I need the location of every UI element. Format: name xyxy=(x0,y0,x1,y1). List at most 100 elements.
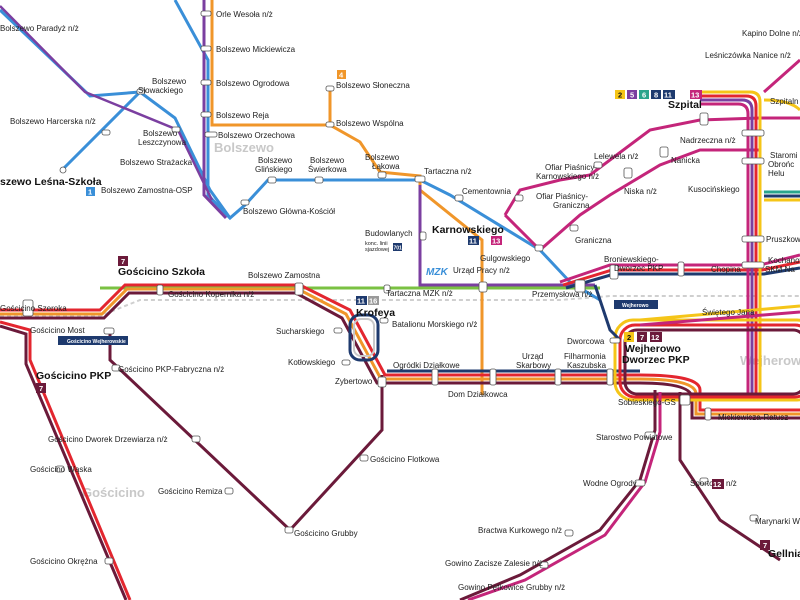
station-krofeya[interactable]: Krofeya xyxy=(356,307,395,319)
station-bolszewo-lesna-szkola[interactable]: szewo Leśna-Szkoła xyxy=(0,176,102,188)
station-bolszewo-glowna-kosciol[interactable]: Bolszewo Główna-Kościół xyxy=(243,207,335,216)
station-dworcowa[interactable]: Dworcowa xyxy=(567,337,605,346)
station-marynarki[interactable]: Marynarki Wojenn xyxy=(755,517,800,526)
station-bractwa[interactable]: Bractwa Kurkowego n/ż xyxy=(478,526,562,535)
station-bolszewo-reja[interactable]: Bolszewo Reja xyxy=(216,111,269,120)
station-goscicino-remiza[interactable]: Gościcino Remiza xyxy=(158,487,223,496)
station-goscicino-grubby[interactable]: Gościcino Grubby xyxy=(294,529,358,538)
station-sobieskiego-gs[interactable]: Sobieskiego-GS xyxy=(618,398,676,407)
station-bolszewo-zamostna-osp[interactable]: Bolszewo Zamostna-OSP xyxy=(101,186,193,195)
station-gellnia[interactable]: Gellnia xyxy=(768,548,800,560)
station-tartaczna-mzk[interactable]: Tartaczna MZK n/ż xyxy=(386,289,453,298)
badge-line-4-sloneczna[interactable] xyxy=(337,70,346,79)
station-bolszewo-mickiewicza[interactable]: Bolszewo Mickiewicza xyxy=(216,45,296,54)
station-kusocinskiego[interactable]: Kusocińskiego xyxy=(688,185,740,194)
station-bolszewo-harcerska[interactable]: Bolszewo Harcerska n/ż xyxy=(10,117,96,126)
station-nadrzeczna[interactable]: Nadrzeczna n/ż xyxy=(680,136,736,145)
station-dom-dzialkowca[interactable]: Dom Działkowca xyxy=(448,390,508,399)
station-niska[interactable]: Niska n/ż xyxy=(624,187,657,196)
badge-line-7-gellnia[interactable] xyxy=(760,540,770,550)
line-blue-north xyxy=(0,8,141,98)
badge-line-11-krofeya[interactable] xyxy=(356,296,367,305)
station-mickiewicza-ratusz[interactable]: Mickiewicza-Ratusz xyxy=(718,413,788,422)
station-szpital[interactable]: Szpital xyxy=(668,99,702,111)
badge-line-1[interactable] xyxy=(86,187,95,196)
station-goscicino-flotkowa[interactable]: Gościcino Flotkowa xyxy=(370,455,440,464)
station-goscicino-pkp-fabryczna[interactable]: Gościcino PKP-Fabryczna n/ż xyxy=(118,365,224,374)
station-lelewela[interactable]: Lelewela n/ż xyxy=(594,152,638,161)
station-zybertowo[interactable]: Zybertowo xyxy=(335,377,373,386)
station-bolszewo-wspolna[interactable]: Bolszewo Wspólna xyxy=(336,119,404,128)
station-graniczna[interactable]: Graniczna xyxy=(575,236,612,245)
station-lesniczowka[interactable]: Leśniczówka Nanice n/ż xyxy=(705,51,791,60)
station-cementownia[interactable]: Cementownia xyxy=(462,187,511,196)
station-bolszewo-zamostna[interactable]: Bolszewo Zamostna xyxy=(248,271,321,280)
station-przemyslowa[interactable]: Przemysłowa n/ż xyxy=(532,290,592,299)
svg-text:11: 11 xyxy=(469,237,477,246)
station-szpital-top[interactable]: Szpitaln xyxy=(770,97,798,106)
station-kapino[interactable]: Kapino Dolne n/ż xyxy=(742,29,800,38)
station-bolszewo-strazacka[interactable]: Bolszewo Strażacka xyxy=(120,158,193,167)
station-bolszewo-paradyz[interactable]: Bolszewo Paradyż n/ż xyxy=(0,24,79,33)
badge-line-2-wejherowo[interactable] xyxy=(624,332,634,342)
station-urzad-pracy[interactable]: Urząd Pracy n/ż xyxy=(453,266,510,275)
badge-line-12-sportowa[interactable] xyxy=(712,479,724,489)
station-goscicino-most[interactable]: Gościcino Most xyxy=(30,326,85,335)
station-budowlanych[interactable]: Budowlanych xyxy=(365,229,413,238)
station-goscicino-waska[interactable]: Gościcino Wąska xyxy=(30,465,92,474)
badge-line-7-pkp[interactable] xyxy=(36,383,46,393)
badge-line-7-wejherowo[interactable] xyxy=(637,332,647,342)
station-gowino-zacisze[interactable]: Gowino Zacisze Zalesie n/ż xyxy=(445,559,543,568)
badge-line-11-karnowskiego[interactable] xyxy=(468,236,479,245)
station-goscicino-kopernika[interactable]: Gościcino Kopernika n/ż xyxy=(168,290,254,299)
station-gowino-petkowice[interactable]: Gowino Pętkowice Grubby n/ż xyxy=(458,583,565,592)
station-pruszkowskiego[interactable]: Pruszkow xyxy=(766,235,800,244)
badge-line-13-karnowskiego[interactable] xyxy=(491,236,502,245)
station-chopina[interactable]: Chopina xyxy=(711,265,741,274)
station-kotlowskiego[interactable]: Kotłowskiego xyxy=(288,358,336,367)
station-batalionu[interactable]: Batalionu Morskiego n/ż xyxy=(392,320,477,329)
badge-line-11-szpital[interactable] xyxy=(663,90,675,99)
station-ofiar-karnowskiego[interactable]: Ofiar Piaśnicy-Karnowskiego n/ż xyxy=(536,163,599,181)
station-bolszewo-ogrodowa[interactable]: Bolszewo Ogrodowa xyxy=(216,79,290,88)
station-orle-wesola[interactable]: Orle Wesoła n/ż xyxy=(216,10,273,19)
station-goscicino-szkola[interactable]: Gościcino Szkoła xyxy=(118,266,205,278)
badge-line-2-szpital[interactable] xyxy=(615,90,625,99)
station-goscicino-okrezna[interactable]: Gościcino Okrężna xyxy=(30,557,98,566)
badge-line-16-krofeya[interactable] xyxy=(368,296,379,305)
station-starostwo[interactable]: Starostwo Powiatowe xyxy=(596,433,673,442)
station-tartaczna[interactable]: Tartaczna n/ż xyxy=(424,167,472,176)
badge-line-7-szkola[interactable] xyxy=(118,256,128,266)
station-nanicka[interactable]: Nanicka xyxy=(671,156,700,165)
station-wodne-ogrody[interactable]: Wodne Ogrody xyxy=(583,479,637,488)
badge-line-13-szpital[interactable] xyxy=(690,90,702,99)
station-sucharskiego[interactable]: Sucharskiego xyxy=(276,327,325,336)
badge-line-5-szpital[interactable] xyxy=(627,90,637,99)
station-kochanowskiego[interactable]: KochanowSKM Na xyxy=(765,256,800,274)
station-bolszewo-orzechowa[interactable]: Bolszewo Orzechowa xyxy=(218,131,295,140)
station-ofiar-graniczna[interactable]: Ofiar Piaśnicy-Graniczna xyxy=(536,192,590,210)
station-bolszewo-sloneczna[interactable]: Bolszewo Słoneczna xyxy=(336,81,410,90)
badge-line-6-szpital[interactable] xyxy=(639,90,649,99)
station-ogrodki[interactable]: Ogródki Działkowe xyxy=(393,361,460,370)
station-goscicino-pkp[interactable]: Gościcino PKP xyxy=(36,370,111,382)
station-goscicino-dworek[interactable]: Gościcino Dworek Drzewiarza n/ż xyxy=(48,435,168,444)
station-gulgowskiego[interactable]: Gulgowskiego xyxy=(480,254,531,263)
area-label-goscicino: Gościcino xyxy=(82,485,145,500)
station-swietego-jana[interactable]: Świętego Jana xyxy=(702,308,755,317)
station-broniewskiego[interactable]: Broniewskiego-Dworzec PKP xyxy=(604,255,663,273)
badge-line-701[interactable] xyxy=(393,243,402,251)
badge-line-12-wejherowo[interactable] xyxy=(650,332,662,342)
badge-line-8-szpital[interactable] xyxy=(651,90,661,99)
station-goscicino-szeroka[interactable]: Gościcino Szeroka xyxy=(0,304,67,313)
station-karnowskiego[interactable]: Karnowskiego xyxy=(432,224,504,236)
